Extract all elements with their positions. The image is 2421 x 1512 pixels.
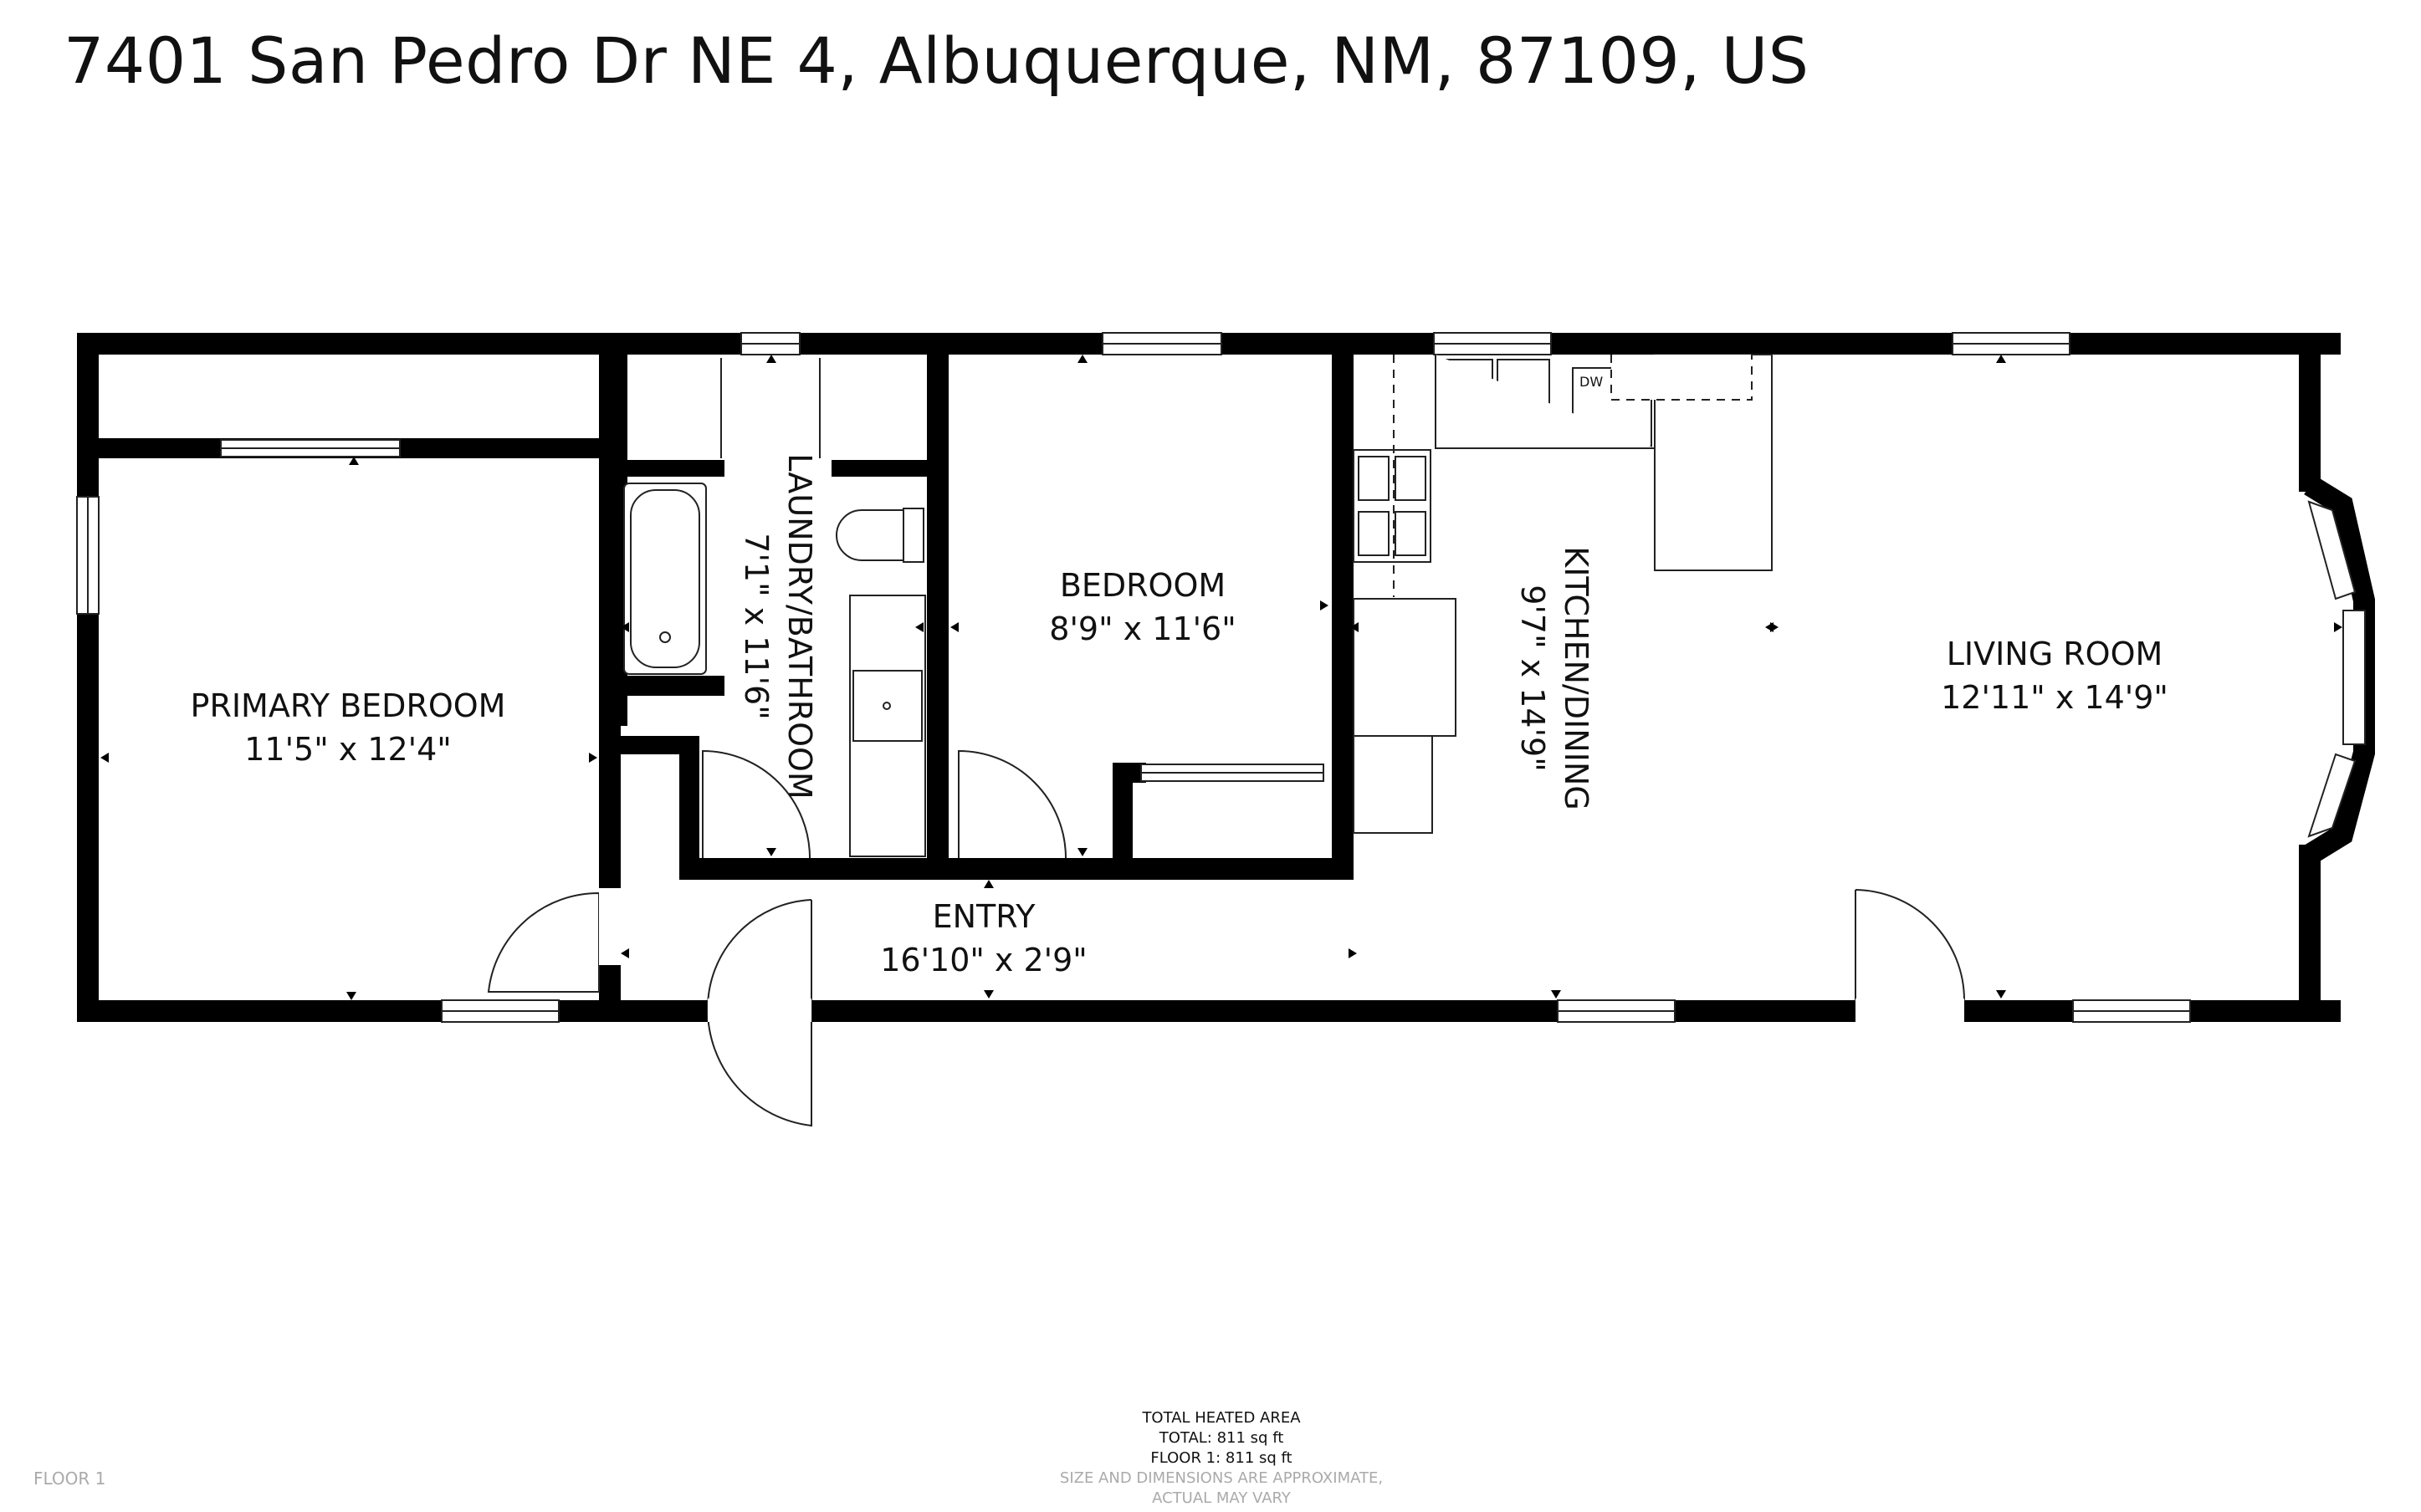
window-bay-upper	[2307, 500, 2357, 600]
wall-bedroom-right	[1332, 355, 1354, 880]
opening-front	[708, 999, 811, 1022]
marker-down	[766, 848, 776, 856]
sink-drain	[883, 702, 891, 710]
marker-down	[1551, 990, 1561, 999]
area-disclaimer: SIZE AND DIMENSIONS ARE APPROXIMATE, ACT…	[1059, 1469, 1384, 1507]
countertop-edge	[1435, 355, 1655, 449]
property-address: 7401 San Pedro Dr NE 4, Albuquerque, NM,…	[64, 23, 1809, 98]
marker-down	[1996, 990, 2006, 999]
room-name: KITCHEN/DINING	[1558, 546, 1594, 810]
area-total: TOTAL: 811 sq ft	[1159, 1429, 1284, 1447]
marker-right	[2334, 622, 2342, 632]
tub-drain	[659, 631, 671, 643]
marker-down	[346, 992, 356, 1000]
room-name: LAUNDRY/BATHROOM	[781, 453, 818, 799]
floor-label: FLOOR 1	[33, 1469, 106, 1489]
marker-down	[984, 990, 994, 999]
room-entry: ENTRY 16'10" x 2'9"	[816, 895, 1151, 982]
door-bedroom	[958, 749, 1067, 859]
bay-window-glass	[2307, 500, 2366, 838]
wall-bath-top-left	[621, 460, 724, 477]
area-heading: TOTAL HEATED AREA	[1142, 1409, 1301, 1427]
door-front-entry	[706, 899, 812, 1127]
windows	[76, 332, 2191, 1023]
room-name: PRIMARY BEDROOM	[190, 687, 506, 724]
room-primary-bedroom: PRIMARY BEDROOM 11'5" x 12'4"	[147, 684, 549, 771]
marker-up	[984, 880, 994, 888]
opening-living	[1855, 999, 1964, 1022]
toilet-tank	[903, 508, 924, 563]
room-size: 7'1" x 11'6"	[738, 533, 775, 720]
marker-up	[1996, 355, 2006, 363]
room-size: 8'9" x 11'6"	[1049, 610, 1236, 647]
wall-primary-right-low	[599, 963, 621, 1012]
room-size: 11'5" x 12'4"	[244, 731, 452, 768]
marker-up	[1077, 355, 1088, 363]
marker-right	[1320, 600, 1328, 610]
refrigerator	[1353, 598, 1456, 737]
door-bathroom	[702, 749, 811, 859]
wall-tub-bottom	[621, 676, 724, 696]
bathtub-basin	[630, 489, 700, 668]
room-size: 16'10" x 2'9"	[880, 942, 1088, 978]
area-summary: TOTAL HEATED AREA TOTAL: 811 sq ft FLOOR…	[1054, 1408, 1389, 1509]
closet-doors	[220, 358, 1324, 782]
wall-right-lower	[2299, 845, 2321, 1022]
room-living-room: LIVING ROOM 12'11" x 14'9"	[1887, 632, 2222, 719]
stove-burner	[1358, 456, 1390, 501]
window-bay-center	[2342, 610, 2366, 745]
room-bedroom: BEDROOM 8'9" x 11'6"	[975, 564, 1310, 651]
room-size: 12'11" x 14'9"	[1941, 679, 2168, 716]
stove-burner	[1358, 511, 1390, 556]
marker-right	[1770, 622, 1779, 632]
doors	[487, 749, 1966, 1127]
wall-bath-mid	[621, 736, 698, 754]
wall-bath-top-right	[832, 460, 932, 477]
room-name: LIVING ROOM	[1946, 636, 2163, 672]
bath-fixtures	[623, 483, 926, 857]
dimension-markers	[100, 355, 2342, 1000]
dishwasher-swing	[1610, 355, 1753, 401]
wall-bath-bottom	[679, 858, 1354, 880]
kitchen-fixtures	[1353, 354, 1773, 834]
wall-primary-right	[599, 355, 621, 888]
marker-left	[100, 753, 109, 763]
marker-left	[1350, 622, 1359, 632]
stove-burner	[1395, 511, 1426, 556]
wall-left	[77, 333, 99, 1022]
room-name: BEDROOM	[1059, 567, 1226, 604]
marker-left	[915, 622, 924, 632]
marker-down	[1077, 848, 1088, 856]
marker-up	[766, 355, 776, 363]
marker-right	[621, 622, 629, 632]
dishwasher-label: DW	[1579, 374, 1603, 390]
door-openings	[599, 888, 1964, 1022]
wall-right-upper	[2299, 333, 2321, 492]
marker-right	[1349, 948, 1357, 958]
toilet	[836, 509, 923, 561]
marker-up	[349, 457, 359, 465]
wall-bottom	[77, 1000, 2341, 1022]
room-laundry-bathroom: LAUNDRY/BATHROOM 7'1" x 11'6"	[734, 434, 822, 819]
marker-right	[589, 753, 597, 763]
door-living	[1855, 889, 1966, 1001]
wall-bath-door-post	[679, 736, 699, 878]
wall-bath-bedroom	[927, 355, 949, 880]
room-kitchen-dining: KITCHEN/DINING 9'7" x 14'9"	[1511, 503, 1598, 854]
area-floor: FLOOR 1: 811 sq ft	[1150, 1449, 1292, 1467]
window-bay-lower	[2307, 753, 2357, 838]
opening-primary	[599, 888, 621, 965]
door-primary-bedroom	[487, 891, 600, 993]
marker-left	[950, 622, 959, 632]
room-name: ENTRY	[932, 898, 1036, 935]
stove-burner	[1395, 456, 1426, 501]
room-size: 9'7" x 14'9"	[1514, 585, 1551, 772]
counter-lower	[1353, 735, 1433, 834]
marker-left	[621, 948, 629, 958]
